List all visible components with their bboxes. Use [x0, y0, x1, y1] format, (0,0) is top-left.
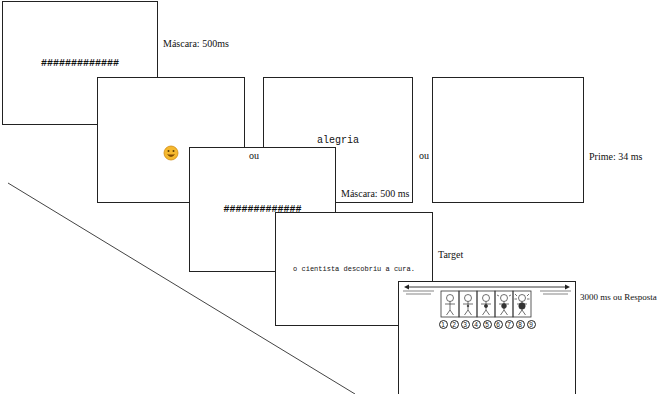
- rating-scale: [398, 281, 576, 394]
- scale-number: 3: [461, 320, 470, 329]
- scale-number: 2: [450, 320, 459, 329]
- screen-text: o cientista descobriu a cura.: [293, 265, 415, 273]
- scale-number: 4: [472, 320, 481, 329]
- stage-label: Target: [438, 249, 463, 261]
- scale-number: 5: [483, 320, 492, 329]
- or-label: ou: [419, 150, 429, 162]
- duration-label: Prime: 34 ms: [589, 151, 642, 163]
- scale-number: 1: [439, 320, 448, 329]
- scale-number: 8: [516, 320, 525, 329]
- screen-text: #############: [41, 58, 119, 69]
- scale-number: 7: [505, 320, 514, 329]
- duration-label: Máscara: 500ms: [163, 38, 229, 50]
- blank-screen: [432, 77, 584, 203]
- duration-label: 3000 ms ou Resposta: [580, 291, 657, 303]
- scale-number: 6: [494, 320, 503, 329]
- screen-text: alegria: [317, 135, 359, 146]
- response-screen-ground: [398, 281, 576, 394]
- response-screen: 123456789: [398, 281, 576, 394]
- scale-number: 9: [527, 320, 536, 329]
